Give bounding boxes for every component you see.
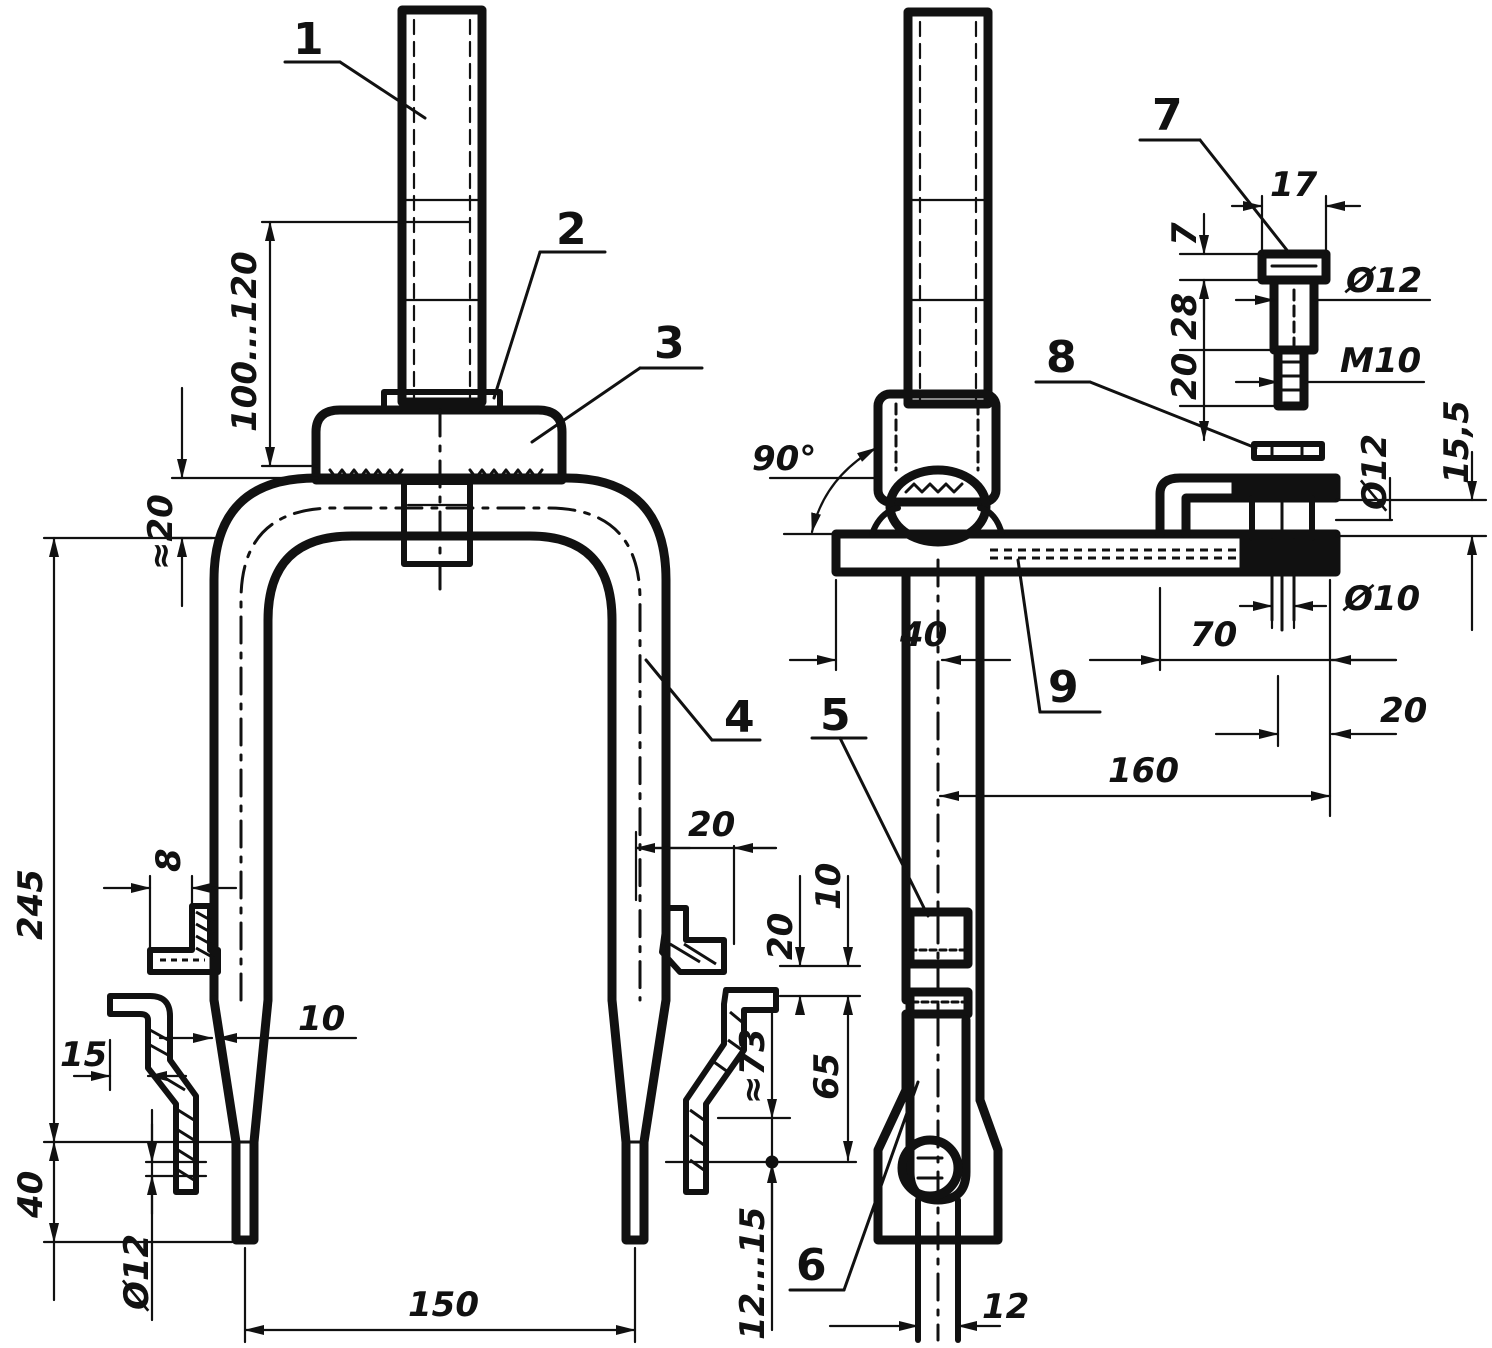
right-bracket-parts: [659, 905, 779, 1195]
dim-phi12-head: Ø12: [1344, 261, 1422, 301]
dim-17: 17: [1270, 165, 1318, 205]
dim-245: 245: [11, 869, 51, 940]
side-labels: 7 8 9 5 6: [788, 90, 1292, 1292]
label-part-8: 8: [1046, 332, 1077, 383]
label-part-2: 2: [556, 204, 587, 255]
pin-detail: [1251, 249, 1331, 461]
dim-10-vertical: 10: [809, 863, 849, 910]
dim-12-bottom: 12: [982, 1287, 1029, 1327]
front-labels: 1 2 3 4: [283, 14, 762, 743]
dim-phi10: Ø10: [1342, 579, 1420, 619]
side-dimensions: 90° 40 12 160 70 20 Ø10 Ø12: [752, 165, 1488, 1331]
dim-20-bracket: 20: [688, 805, 735, 845]
dim-10-blade: 10: [298, 999, 345, 1039]
label-part-9: 9: [1048, 662, 1079, 713]
fork-crown: [311, 405, 567, 485]
fork-blades: [209, 408, 671, 1245]
dim-28: 28: [1165, 293, 1205, 340]
label-part-1: 1: [293, 14, 324, 65]
dim-160: 160: [1108, 751, 1179, 791]
dim-phi12-left: Ø12: [117, 1234, 157, 1312]
dim-90deg: 90°: [752, 439, 816, 479]
dim-100-120: 100...120: [225, 251, 265, 432]
front-view: [107, 5, 779, 1245]
label-part-5: 5: [820, 690, 851, 741]
dim-12-15: 12...15: [733, 1207, 773, 1340]
dim-20-pin: 20: [1165, 353, 1205, 400]
dim-150: 150: [408, 1285, 479, 1325]
dim-20-side: 20: [1380, 691, 1427, 731]
front-dimensions: 100...120 ≈20 245 40 Ø12 8 15: [11, 220, 862, 1344]
dim-70: 70: [1190, 615, 1237, 655]
label-part-7: 7: [1152, 90, 1183, 141]
dim-40-dropout: 40: [11, 1171, 51, 1219]
dim-73: ≈73: [733, 1028, 773, 1104]
label-part-3: 3: [654, 318, 685, 369]
label-part-4: 4: [724, 692, 755, 743]
dim-7: 7: [1165, 222, 1205, 246]
left-bracket-parts: [107, 903, 221, 1195]
dim-40-side: 40: [899, 615, 947, 655]
dim-20-vertical: 20: [761, 913, 801, 960]
dim-15-5: 15,5: [1437, 400, 1477, 484]
dim-15: 15: [60, 1035, 107, 1075]
dim-8: 8: [149, 848, 189, 872]
steerer-tube: [397, 5, 487, 407]
dim-65: 65: [807, 1053, 847, 1100]
label-part-6: 6: [796, 1240, 827, 1291]
dim-M10: M10: [1340, 341, 1421, 381]
dim-20-crown: ≈20: [141, 494, 181, 570]
